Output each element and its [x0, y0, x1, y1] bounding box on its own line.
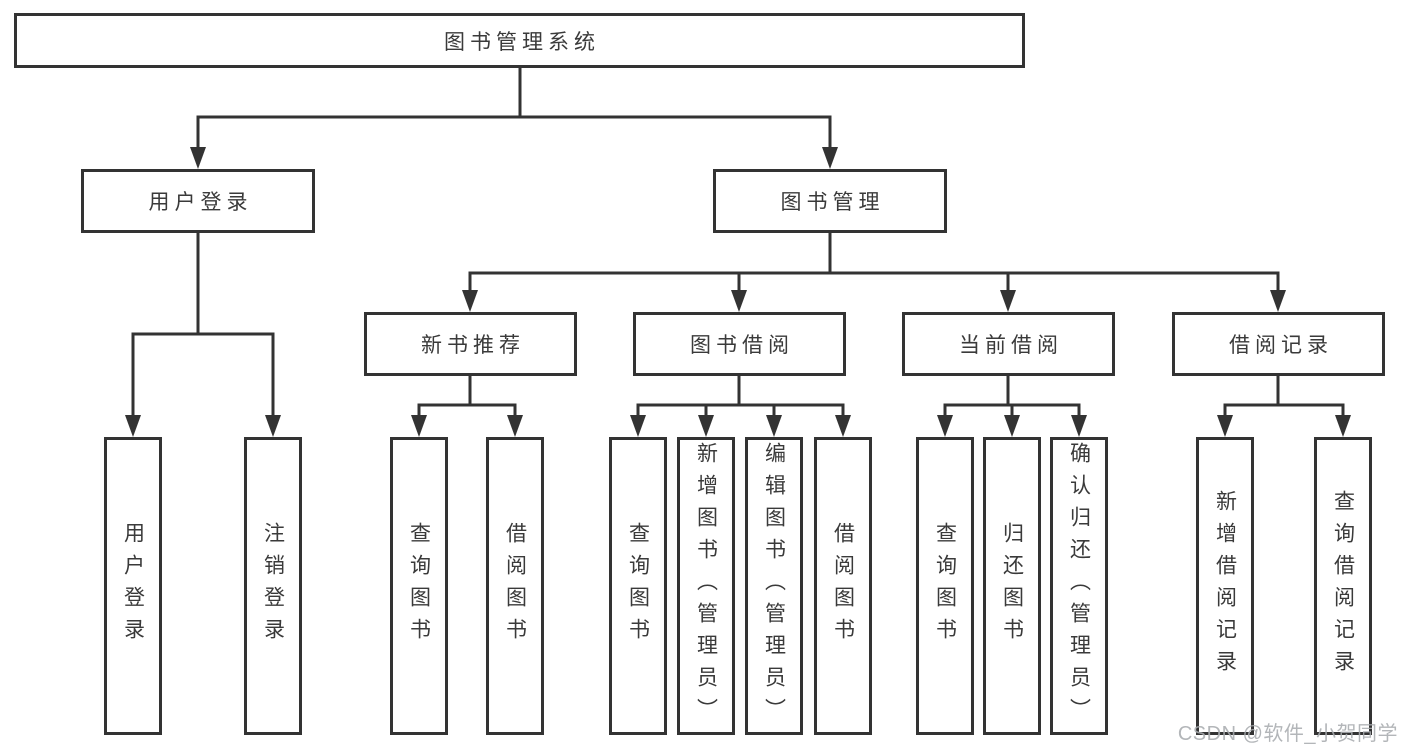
connector-current-borrowing-branch: [937, 372, 1087, 437]
node-user-login: 用户登录: [81, 169, 315, 233]
node-current-borrowing: 当前借阅: [902, 312, 1115, 376]
leaf-br-add-record: 新增借阅记录: [1196, 437, 1254, 735]
leaf-user-login-label: 用户登录: [121, 522, 145, 650]
leaf-bb-edit-books-admin: 编辑图书（管理员）: [745, 437, 803, 735]
leaf-bb-query-books: 查询图书: [609, 437, 667, 735]
leaf-bb-borrow-books: 借阅图书: [814, 437, 872, 735]
leaf-bb-query-books-label: 查询图书: [626, 522, 650, 650]
node-new-book-recommend-label: 新书推荐: [421, 334, 525, 357]
csdn-watermark: CSDN @软件_小贺同学: [1177, 723, 1398, 745]
leaf-br-add-record-label: 新增借阅记录: [1213, 490, 1237, 682]
leaf-bb-add-books-admin: 新增图书（管理员）: [677, 437, 735, 735]
leaf-nb-query-books-label: 查询图书: [407, 522, 431, 650]
leaf-cb-confirm-return-admin: 确认归还（管理员）: [1050, 437, 1108, 735]
node-book-management-label: 图书管理: [780, 191, 885, 214]
node-root-label: 图书管理系统: [444, 30, 600, 54]
connector-book-management-branch: [462, 230, 1286, 312]
leaf-bb-edit-books-admin-label: 编辑图书（管理员）: [762, 442, 786, 730]
connector-borrowing-records-branch: [1217, 372, 1351, 437]
leaf-cb-query-books-label: 查询图书: [933, 522, 957, 650]
node-new-book-recommend: 新书推荐: [364, 312, 577, 376]
node-book-management: 图书管理: [713, 169, 947, 233]
leaf-cb-confirm-return-admin-label: 确认归还（管理员）: [1067, 442, 1091, 730]
leaf-logout: 注销登录: [244, 437, 302, 735]
node-user-login-label: 用户登录: [148, 191, 253, 214]
leaf-cb-return-books: 归还图书: [983, 437, 1041, 735]
leaf-bb-add-books-admin-label: 新增图书（管理员）: [694, 442, 718, 730]
leaf-nb-borrow-books: 借阅图书: [486, 437, 544, 735]
leaf-cb-query-books: 查询图书: [916, 437, 974, 735]
connector-new-book-branch: [411, 372, 523, 437]
leaf-user-login: 用户登录: [104, 437, 162, 735]
leaf-nb-borrow-books-label: 借阅图书: [503, 522, 527, 650]
node-book-borrowing-label: 图书借阅: [690, 334, 794, 357]
leaf-logout-label: 注销登录: [261, 522, 285, 650]
connector-book-borrowing-branch: [630, 372, 851, 437]
node-book-borrowing: 图书借阅: [633, 312, 846, 376]
leaf-cb-return-books-label: 归还图书: [1000, 522, 1024, 650]
leaf-br-query-record-label: 查询借阅记录: [1331, 490, 1355, 682]
connector-root-to-level2: [190, 64, 838, 169]
node-borrowing-records-label: 借阅记录: [1229, 334, 1333, 357]
node-current-borrowing-label: 当前借阅: [959, 334, 1063, 357]
node-borrowing-records: 借阅记录: [1172, 312, 1385, 376]
leaf-br-query-record: 查询借阅记录: [1314, 437, 1372, 735]
leaf-bb-borrow-books-label: 借阅图书: [831, 522, 855, 650]
connector-user-login-branch: [125, 230, 281, 437]
leaf-nb-query-books: 查询图书: [390, 437, 448, 735]
node-root: 图书管理系统: [14, 13, 1025, 68]
